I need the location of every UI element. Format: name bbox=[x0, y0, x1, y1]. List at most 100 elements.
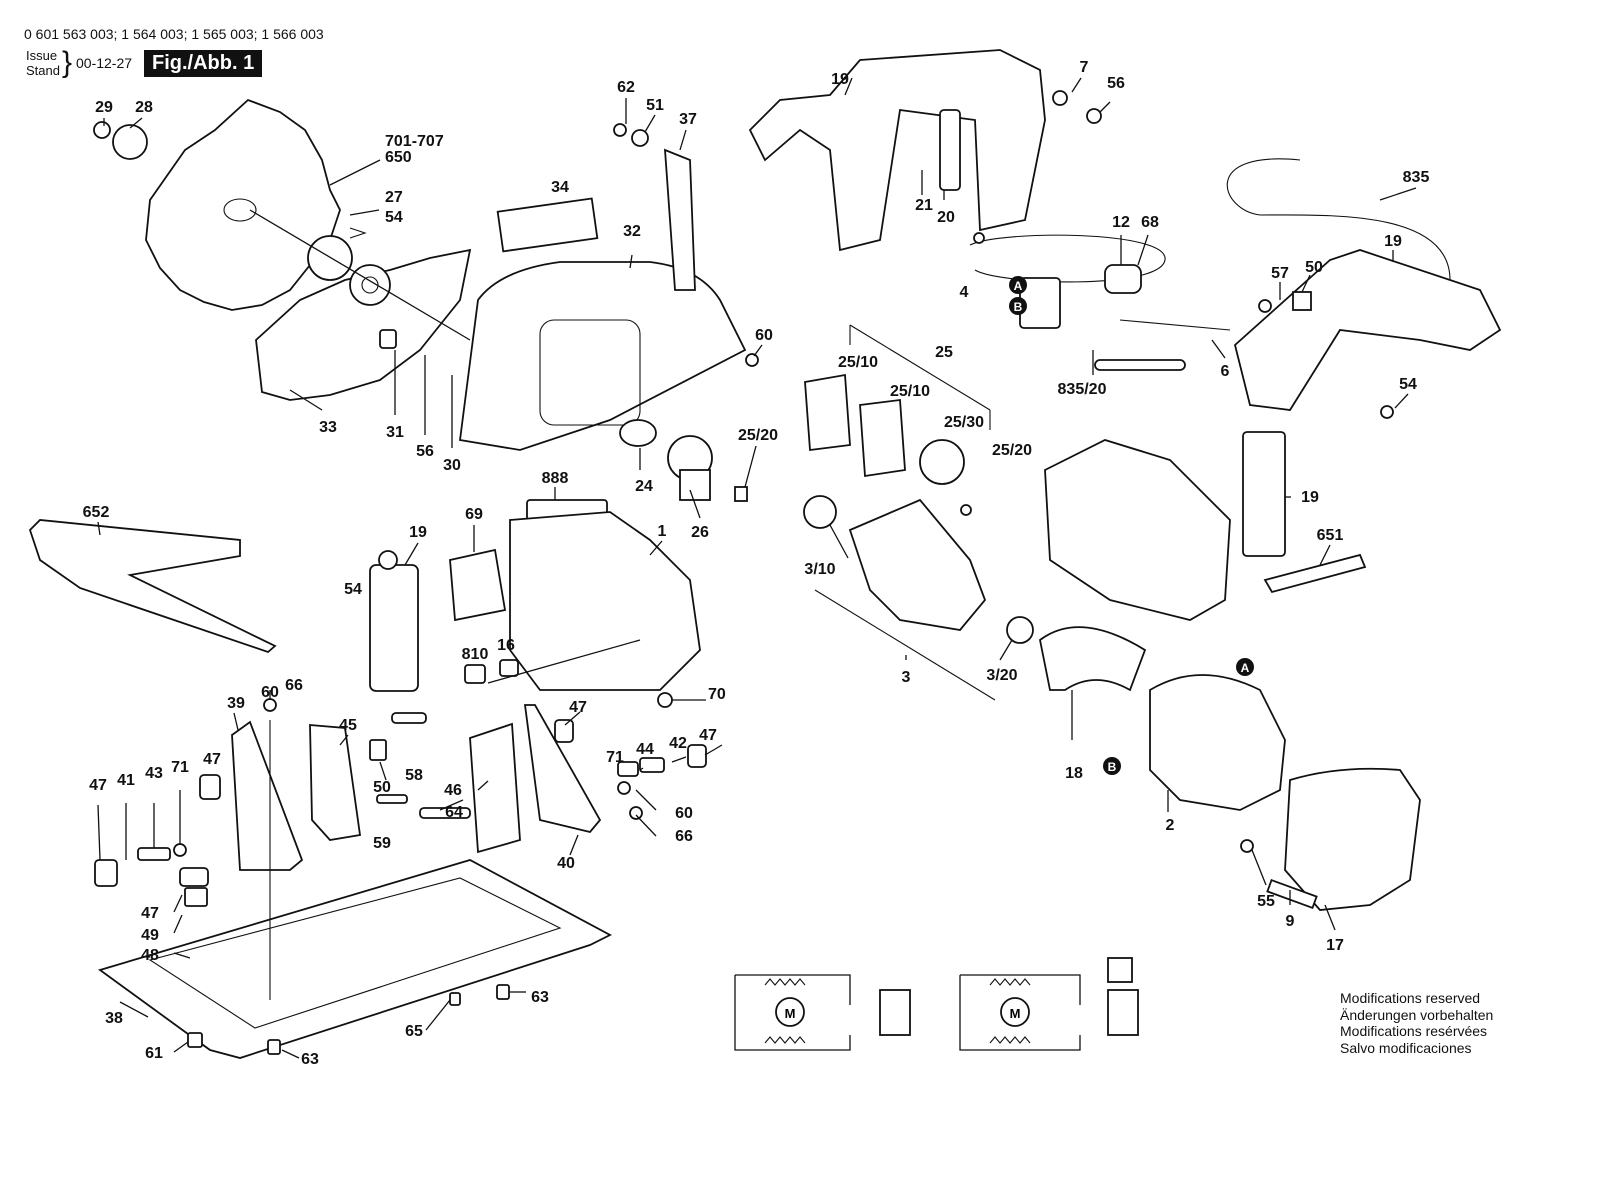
label-25-10-b: 25/10 bbox=[890, 383, 930, 400]
notice-line-es: Salvo modificaciones bbox=[1340, 1039, 1472, 1056]
label-60-base: 60 bbox=[261, 684, 279, 701]
label-51: 51 bbox=[646, 97, 664, 114]
label-56-blade: 56 bbox=[416, 443, 434, 460]
label-652: 652 bbox=[83, 504, 110, 521]
label-71-left: 71 bbox=[171, 759, 189, 776]
field-and-housing bbox=[1039, 431, 1421, 911]
label-29: 29 bbox=[95, 99, 113, 116]
label-68: 68 bbox=[1141, 214, 1159, 231]
label-63-bottom: 63 bbox=[301, 1051, 319, 1068]
label-54-brush: 54 bbox=[344, 581, 362, 598]
rear-handle bbox=[748, 49, 1046, 252]
label-63-right: 63 bbox=[531, 989, 549, 1006]
issue-stand-label: Issue Stand bbox=[26, 48, 60, 78]
connector-b-field: B bbox=[1108, 760, 1117, 774]
saw-blade-assembly bbox=[93, 98, 472, 401]
label-25-20-gear: 25/20 bbox=[738, 427, 778, 444]
label-835-20: 835/20 bbox=[1058, 381, 1107, 398]
label-27: 27 bbox=[385, 189, 403, 206]
issue-date: 00-12-27 bbox=[76, 55, 133, 71]
label-650: 650 bbox=[385, 149, 412, 166]
label-25-10-a: 25/10 bbox=[838, 354, 878, 371]
connector-b-top: B bbox=[1014, 300, 1023, 314]
label-44: 44 bbox=[636, 741, 654, 758]
motor-housing bbox=[369, 499, 701, 708]
label-19-rear-handle: 19 bbox=[1384, 233, 1402, 250]
label-47-bottom: 47 bbox=[141, 905, 159, 922]
label-69: 69 bbox=[465, 506, 483, 523]
guard-housing bbox=[458, 123, 759, 502]
label-59: 59 bbox=[373, 835, 391, 852]
label-19-brush: 19 bbox=[409, 524, 427, 541]
label-49: 49 bbox=[141, 927, 159, 944]
issue-label: Issue bbox=[26, 48, 58, 63]
connector-a-top: A bbox=[1014, 279, 1023, 293]
label-18: 18 bbox=[1065, 765, 1083, 782]
notice-line-en: Modifications reserved bbox=[1340, 990, 1481, 1006]
label-56-handle: 56 bbox=[1107, 75, 1125, 92]
stand-label: Stand bbox=[26, 63, 60, 78]
label-60-guard: 60 bbox=[755, 327, 773, 344]
model-numbers: 0 601 563 003; 1 564 003; 1 565 003; 1 5… bbox=[24, 26, 324, 42]
label-835: 835 bbox=[1403, 169, 1430, 186]
modifications-notice: Modifications reserved Änderungen vorbeh… bbox=[1340, 990, 1493, 1056]
label-19-field: 19 bbox=[1301, 489, 1319, 506]
motor-symbol-left: M bbox=[785, 1006, 796, 1021]
label-50-handle: 50 bbox=[1305, 259, 1323, 276]
label-47-rear: 47 bbox=[569, 699, 587, 716]
label-58: 58 bbox=[405, 767, 423, 784]
label-19-handle: 19 bbox=[831, 71, 849, 88]
label-26: 26 bbox=[691, 524, 709, 541]
label-57: 57 bbox=[1271, 265, 1289, 282]
label-12: 12 bbox=[1112, 214, 1130, 231]
label-25-30: 25/30 bbox=[944, 414, 984, 431]
label-43: 43 bbox=[145, 765, 163, 782]
label-33: 33 bbox=[319, 419, 337, 436]
label-20: 20 bbox=[937, 209, 955, 226]
label-651: 651 bbox=[1317, 527, 1344, 544]
label-3-20: 3/20 bbox=[986, 667, 1017, 684]
upper-guard bbox=[458, 261, 747, 451]
label-71-right: 71 bbox=[606, 749, 624, 766]
label-46: 46 bbox=[444, 782, 462, 799]
base-plate-assembly bbox=[94, 698, 707, 1059]
label-50-base: 50 bbox=[373, 779, 391, 796]
label-61: 61 bbox=[145, 1045, 163, 1062]
label-3-10: 3/10 bbox=[804, 561, 835, 578]
label-888: 888 bbox=[542, 470, 569, 487]
label-54-blade: 54 bbox=[385, 209, 403, 226]
label-64: 64 bbox=[445, 804, 463, 821]
label-66-right: 66 bbox=[675, 828, 693, 845]
label-40: 40 bbox=[557, 855, 575, 872]
notice-line-de: Änderungen vorbehalten bbox=[1340, 1006, 1494, 1023]
label-32: 32 bbox=[623, 223, 641, 240]
label-47-left: 47 bbox=[89, 777, 107, 794]
label-16: 16 bbox=[497, 637, 515, 654]
brace-glyph: } bbox=[62, 46, 73, 79]
blade-guard-lower bbox=[255, 248, 472, 401]
figure-badge: Fig./Abb. 1 bbox=[144, 50, 263, 77]
motor-symbol-right: M bbox=[1010, 1006, 1021, 1021]
leader-lines bbox=[97, 77, 1417, 1059]
label-9: 9 bbox=[1286, 913, 1295, 930]
saw-blade bbox=[145, 98, 341, 311]
label-21: 21 bbox=[915, 197, 933, 214]
label-25: 25 bbox=[935, 344, 953, 361]
label-31: 31 bbox=[386, 424, 404, 441]
label-55: 55 bbox=[1257, 893, 1275, 910]
label-2: 2 bbox=[1166, 817, 1175, 834]
label-60-right: 60 bbox=[675, 805, 693, 822]
label-3: 3 bbox=[902, 669, 911, 686]
label-62: 62 bbox=[617, 79, 635, 96]
label-65: 65 bbox=[405, 1023, 423, 1040]
label-39: 39 bbox=[227, 695, 245, 712]
armature-assembly bbox=[803, 324, 1034, 701]
base-plate bbox=[97, 859, 612, 1059]
label-701-707: 701-707 bbox=[385, 133, 444, 150]
part-number-labels: 29 28 701-707 650 27 54 33 31 56 30 62 5… bbox=[83, 59, 1430, 1068]
label-47-front: 47 bbox=[203, 751, 221, 768]
label-1: 1 bbox=[658, 523, 667, 540]
label-42: 42 bbox=[669, 735, 687, 752]
label-30: 30 bbox=[443, 457, 461, 474]
